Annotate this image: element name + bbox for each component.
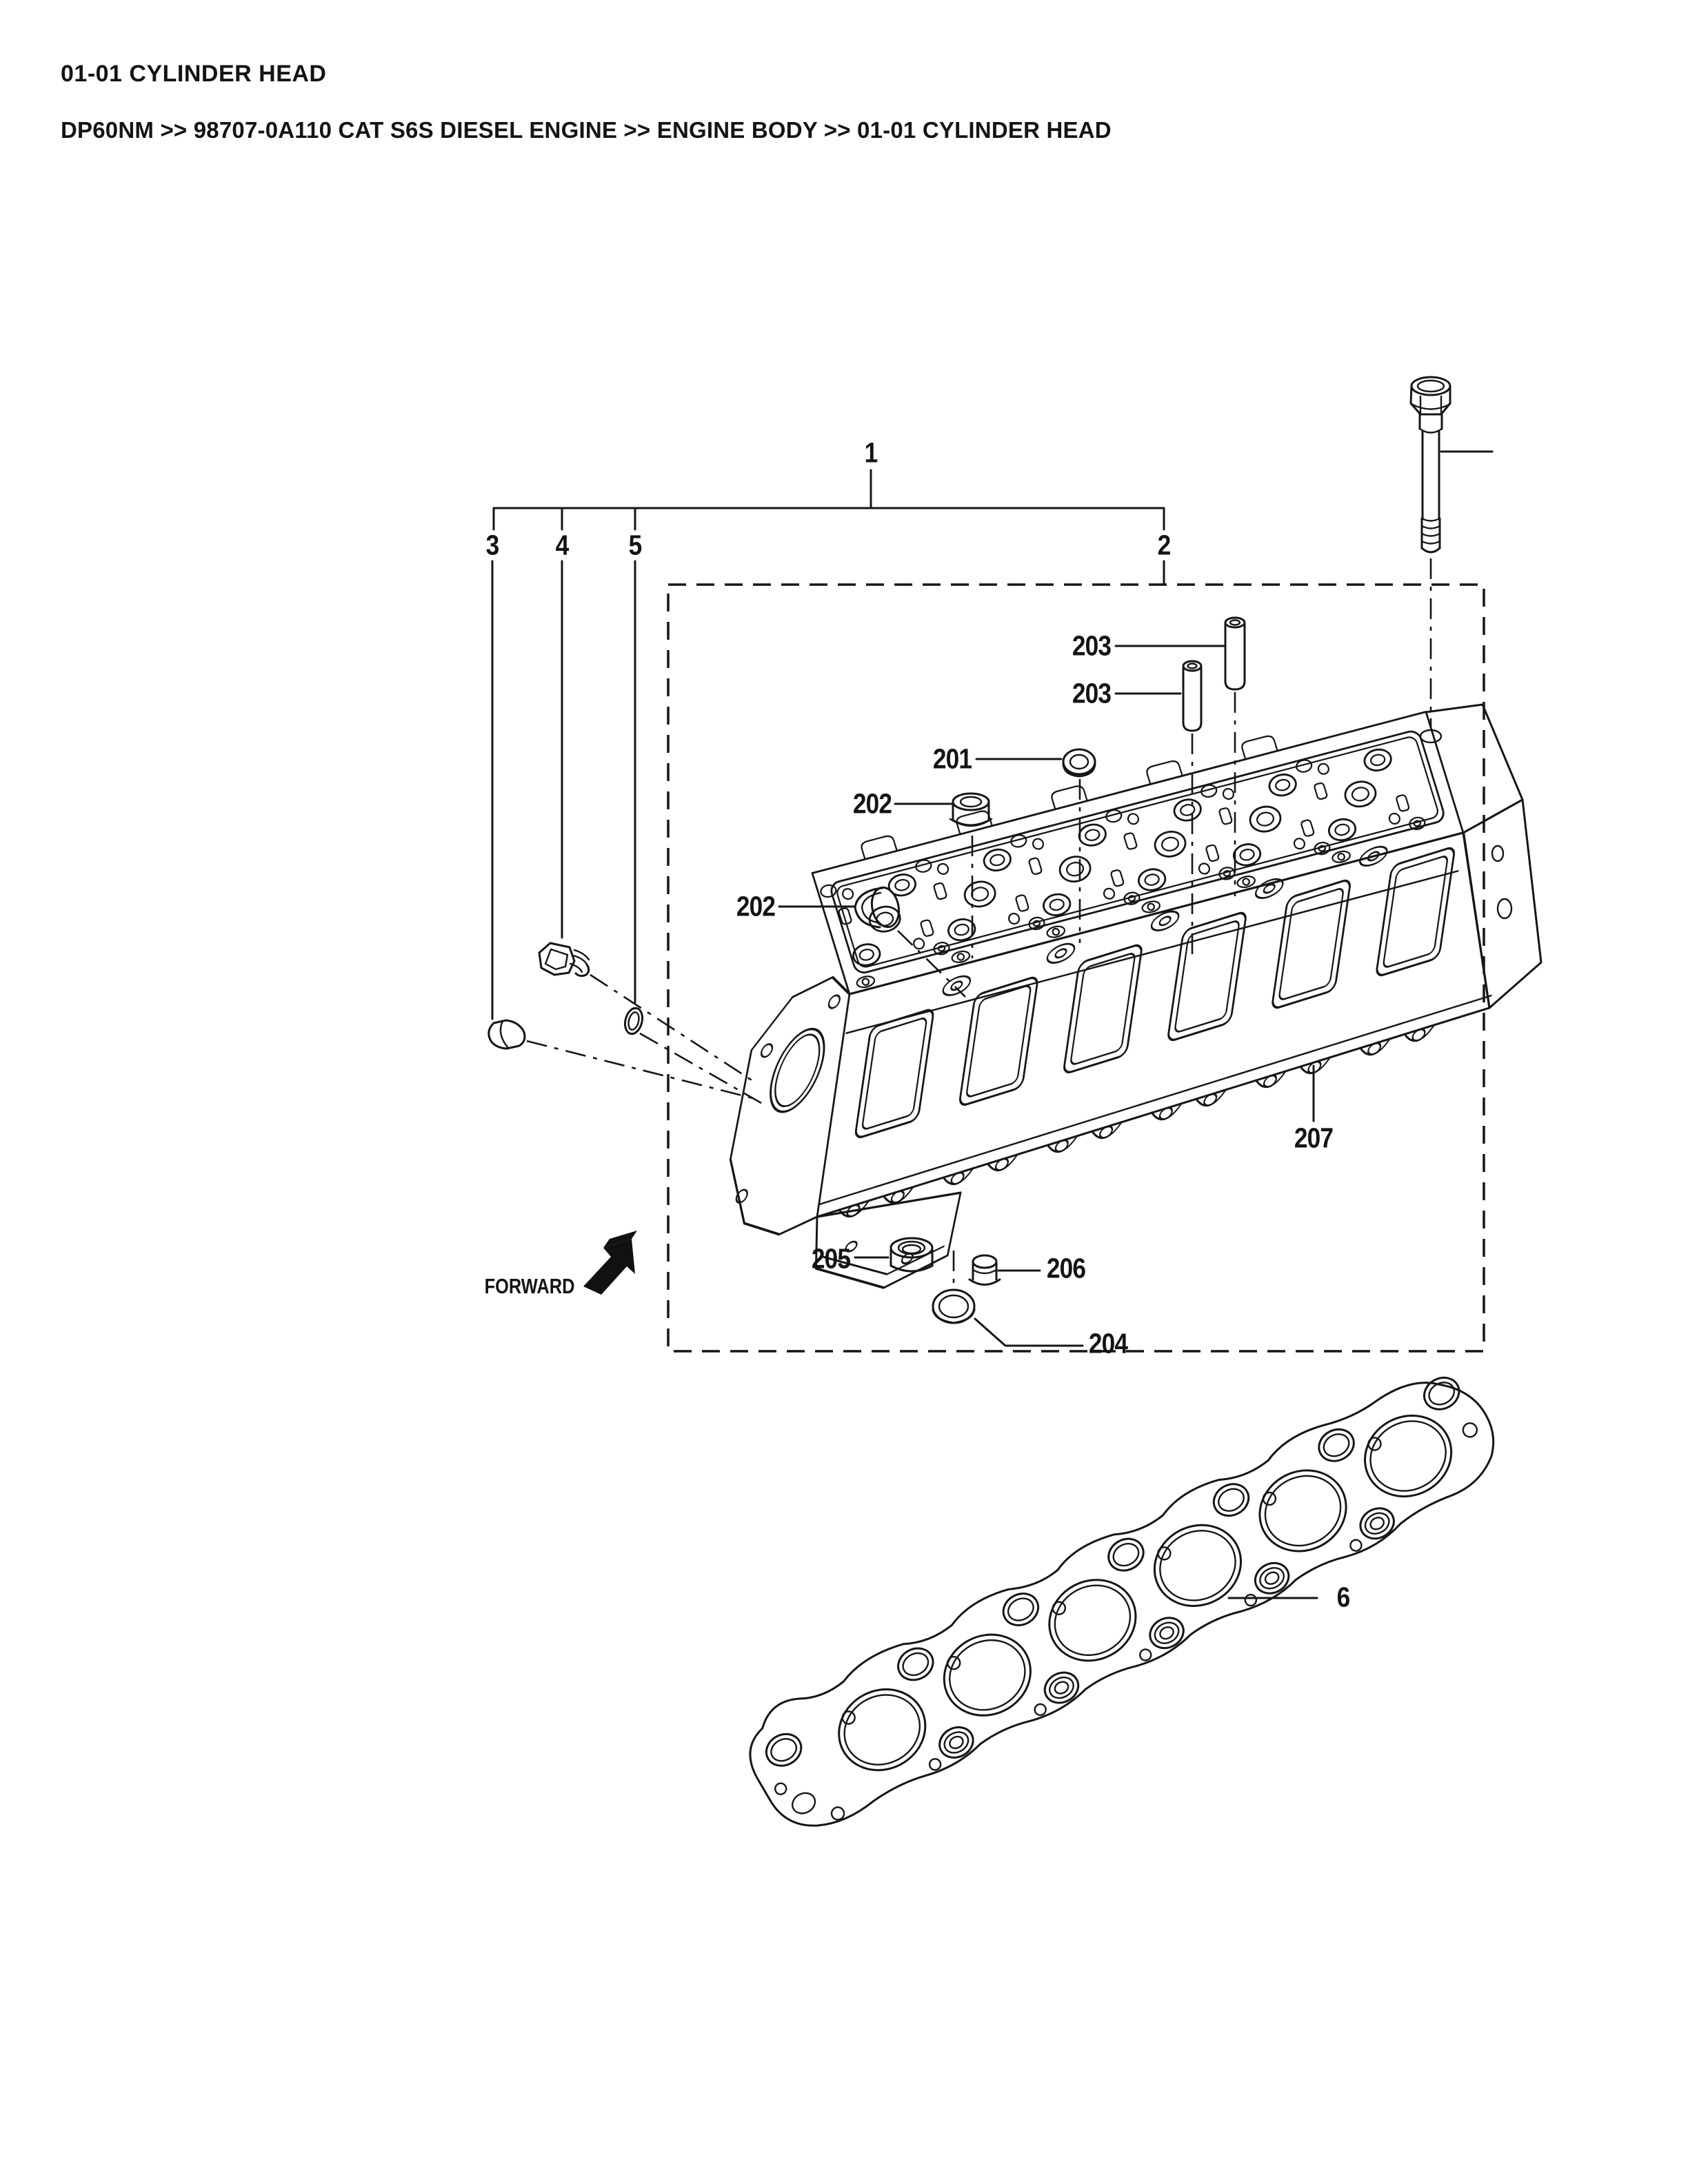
callout-5: 5 <box>628 529 643 561</box>
callout-4: 4 <box>555 529 570 561</box>
valve-guide-b <box>1182 660 1203 960</box>
o-ring-5 <box>623 1007 762 1104</box>
taper-plug-3 <box>488 1019 756 1100</box>
page-title: 01-01 CYLINDER HEAD <box>61 61 327 87</box>
seal-ring-205 <box>854 1237 934 1273</box>
callout-205: 205 <box>811 1242 851 1275</box>
forward-label: FORWARD <box>484 1274 575 1298</box>
callout-2: 2 <box>1157 529 1172 561</box>
o-ring-204 <box>932 1251 1084 1347</box>
head-bolt <box>1409 376 1494 744</box>
callout-203-b: 203 <box>1072 677 1112 709</box>
callout-3: 3 <box>485 529 500 561</box>
head-gasket <box>749 1371 1495 1827</box>
breadcrumb: DP60NM >> 98707-0A110 CAT S6S DIESEL ENG… <box>61 117 1112 143</box>
cup-plug-202-lower <box>778 886 966 998</box>
cylinder-head-body <box>729 703 1543 1289</box>
callout-202-a: 202 <box>852 787 892 820</box>
callout-202-b: 202 <box>736 890 776 922</box>
forward-arrow-icon <box>583 1231 637 1295</box>
cap-seal-202-upper <box>894 792 993 958</box>
valve-guide-a <box>1224 616 1246 896</box>
callout-206: 206 <box>1046 1252 1086 1284</box>
plug-206 <box>968 1254 1041 1286</box>
callout-207: 207 <box>1294 1122 1334 1154</box>
callout-1: 1 <box>864 436 878 469</box>
assembly-bracket <box>491 469 1165 1020</box>
callout-201: 201 <box>932 742 972 775</box>
callout-6: 6 <box>1336 1581 1351 1613</box>
callout-204: 204 <box>1088 1327 1128 1359</box>
screw-plug-4 <box>538 942 758 1085</box>
callout-203-a: 203 <box>1072 629 1112 662</box>
